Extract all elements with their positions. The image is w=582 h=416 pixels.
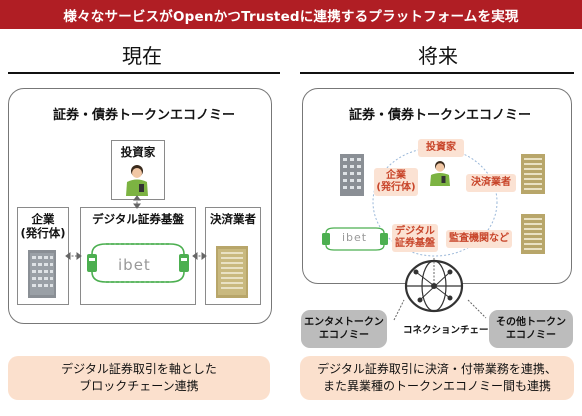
future-auditor-building-icon bbox=[521, 214, 545, 254]
future-investor-person-icon bbox=[430, 161, 450, 186]
page-banner: 様々なサービスがOpenかつTrustedに連携するプラットフォームを実現 bbox=[0, 0, 582, 29]
current-investor-label: 投資家 bbox=[120, 145, 156, 159]
current-summary: デジタル証券取引を軸とした ブロックチェーン連携 bbox=[8, 356, 270, 400]
blockchain-chain-icon bbox=[87, 243, 189, 283]
current-panel-title: 証券・債券トークンエコノミー bbox=[53, 108, 236, 123]
future-settlement-building-icon bbox=[521, 154, 545, 194]
future-summary: デジタル証券取引に決済・付帯業務を連携、 また異業種のトークンエコノミー間も連携 bbox=[300, 356, 574, 400]
current-arrows bbox=[65, 195, 207, 260]
issuer-building-icon bbox=[28, 250, 56, 298]
future-issuer-building-icon bbox=[340, 154, 364, 196]
connection-chain-globe-icon bbox=[404, 259, 464, 313]
future-issuer-bubble: 企業 (発行体) bbox=[374, 168, 418, 196]
connection-chain-label: コネクションチェーン bbox=[403, 325, 498, 336]
future-panel-title: 証券・債券トークンエコノミー bbox=[349, 108, 532, 123]
future-ibet-logo: ibet bbox=[342, 231, 368, 244]
future-auditor-bubble: 監査機関など bbox=[446, 230, 512, 248]
other-economy-box: その他トークン エコノミー bbox=[489, 310, 573, 348]
future-blockchain-chain-icon bbox=[322, 227, 388, 251]
current-settlement-label: 決済業者 bbox=[210, 212, 256, 226]
entertainment-economy-box: エンタメトークン エコノミー bbox=[301, 310, 387, 348]
investor-person-icon bbox=[126, 165, 148, 196]
future-underline bbox=[300, 72, 574, 74]
current-platform-label: デジタル証券基盤 bbox=[92, 212, 184, 226]
current-heading: 現在 bbox=[122, 44, 162, 68]
current-platform-box: デジタル証券基盤 bbox=[80, 207, 196, 305]
current-issuer-label: 企業 (発行体) bbox=[20, 212, 66, 240]
future-investor-bubble: 投資家 bbox=[418, 139, 464, 157]
future-settlement-bubble: 決済業者 bbox=[466, 174, 516, 192]
future-heading: 将来 bbox=[418, 44, 458, 68]
future-platform-bubble: デジタル 証券基盤 bbox=[392, 224, 438, 252]
settlement-building-icon bbox=[216, 246, 248, 298]
current-ibet-logo: ibet bbox=[118, 256, 151, 274]
current-underline bbox=[8, 72, 280, 74]
